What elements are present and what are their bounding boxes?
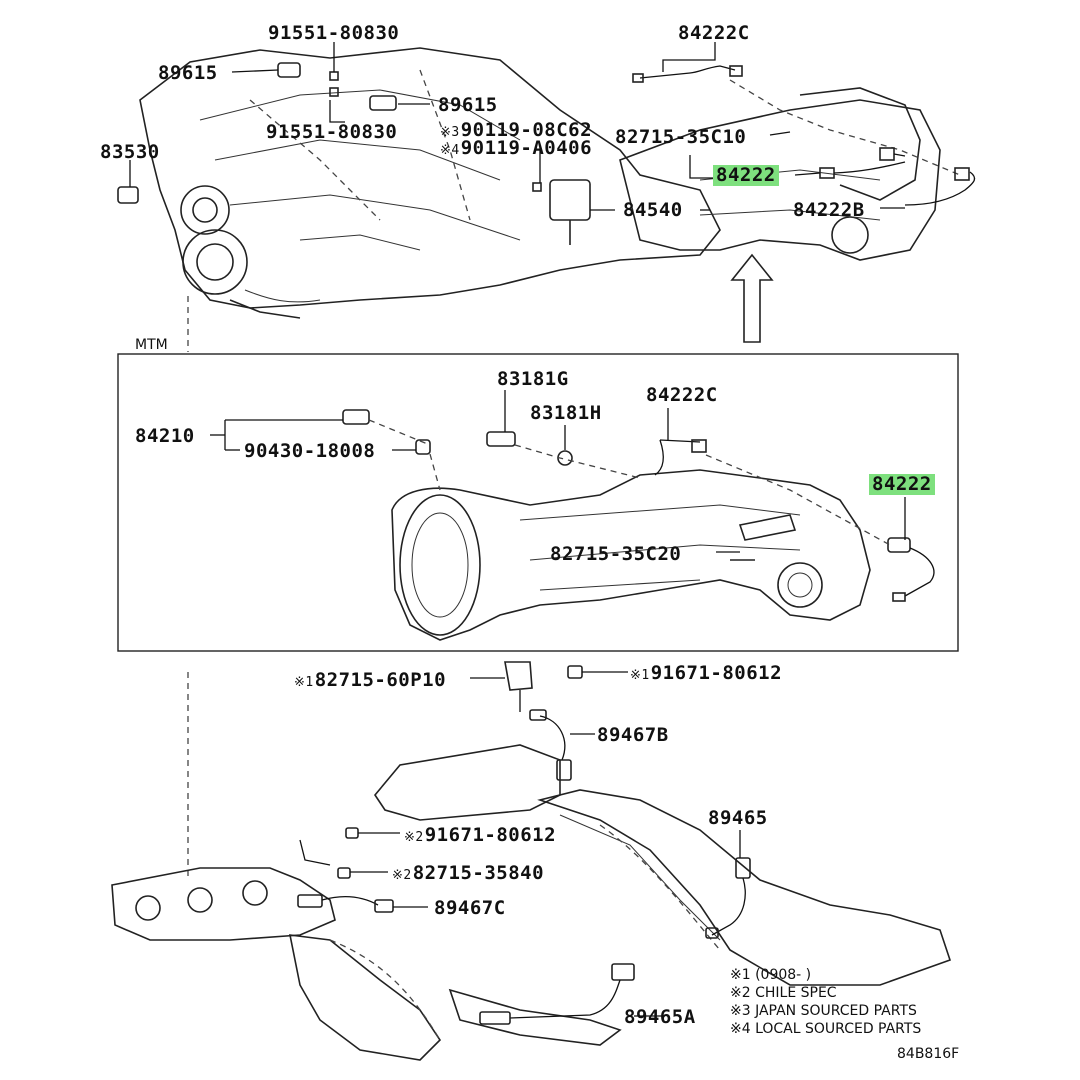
part-label-82715-35840[interactable]: ※282715-35840: [392, 864, 544, 883]
part-label-89615-left[interactable]: 89615: [158, 62, 218, 84]
part-label-84222c-top[interactable]: 84222C: [678, 22, 750, 44]
note-mark-3: ※3: [440, 125, 460, 140]
boxed-leader-lines: [210, 390, 906, 553]
part-label-89615-right[interactable]: 89615: [438, 94, 498, 116]
part-label-83181h[interactable]: 83181H: [530, 402, 602, 424]
o2-sensors: [297, 661, 751, 1025]
transmission-boxed: [391, 469, 871, 641]
diagram-code: 84B816F: [897, 1046, 960, 1062]
mtm-box: [117, 353, 959, 652]
part-label-90430-18008[interactable]: 90430-18008: [244, 440, 376, 462]
footnote-4: ※4 LOCAL SOURCED PARTS: [730, 1021, 922, 1037]
note-mark-4: ※4: [440, 143, 460, 158]
note-mark-2: ※2: [404, 830, 424, 845]
part-label-84222-top-highlighted[interactable]: 84222: [713, 165, 779, 186]
part-label-90119-08c62[interactable]: ※390119-08C62: [440, 121, 592, 140]
note-mark-1: ※1: [630, 668, 650, 683]
part-number-91671-80612-mid: 91671-80612: [424, 824, 557, 846]
part-label-84540[interactable]: 84540: [623, 199, 683, 221]
part-number-90119-a0406: 90119-A0406: [460, 137, 593, 159]
part-label-84222b[interactable]: 84222B: [793, 199, 865, 221]
part-label-84210[interactable]: 84210: [135, 425, 195, 447]
part-label-91551-80830-top[interactable]: 91551-80830: [268, 22, 400, 44]
upper-hardware: [117, 62, 591, 245]
boxed-hardware: [342, 409, 935, 602]
part-label-82715-35c10[interactable]: 82715-35C10: [615, 126, 747, 148]
part-number-82715-60p10: 82715-60P10: [314, 669, 447, 691]
part-label-82715-60p10[interactable]: ※182715-60P10: [294, 671, 446, 690]
exhaust-manifold: [111, 867, 442, 1061]
part-number-91671-80612-top: 91671-80612: [650, 662, 783, 684]
transmission-upper: [619, 65, 976, 261]
part-label-84222c-box[interactable]: 84222C: [646, 384, 718, 406]
part-label-91671-80612-top[interactable]: ※191671-80612: [630, 664, 782, 683]
part-label-84222-box-highlighted[interactable]: 84222: [869, 474, 935, 495]
part-label-89467c[interactable]: 89467C: [434, 897, 506, 919]
part-label-82715-35c20[interactable]: 82715-35C20: [550, 543, 682, 565]
part-label-83530[interactable]: 83530: [100, 141, 160, 163]
part-label-91671-80612-mid[interactable]: ※291671-80612: [404, 826, 556, 845]
part-label-89465a[interactable]: 89465A: [624, 1006, 696, 1028]
part-number-90119-08c62: 90119-08C62: [460, 119, 593, 141]
part-label-91551-80830-mid[interactable]: 91551-80830: [266, 121, 398, 143]
footnote-2: ※2 CHILE SPEC: [730, 985, 837, 1001]
footnote-1: ※1 (0908- ): [730, 967, 812, 983]
engine-assembly: [139, 47, 721, 319]
part-number-82715-35840: 82715-35840: [412, 862, 545, 884]
part-label-89465[interactable]: 89465: [708, 807, 768, 829]
part-label-90119-a0406[interactable]: ※490119-A0406: [440, 139, 592, 158]
lower-leader-lines: [350, 671, 741, 1017]
mtm-section-label: MTM: [135, 337, 168, 353]
footnotes: ※1 (0908- ) ※2 CHILE SPEC ※3 JAPAN SOURC…: [730, 966, 921, 1038]
note-mark-1: ※1: [294, 675, 314, 690]
exhaust-pipes: [374, 744, 952, 1046]
upper-leader-lines: [129, 42, 905, 211]
footnote-3: ※3 JAPAN SOURCED PARTS: [730, 1003, 917, 1019]
part-label-83181g[interactable]: 83181G: [497, 368, 569, 390]
part-label-89467b[interactable]: 89467B: [597, 724, 669, 746]
note-mark-2: ※2: [392, 868, 412, 883]
up-arrow: [730, 253, 774, 343]
